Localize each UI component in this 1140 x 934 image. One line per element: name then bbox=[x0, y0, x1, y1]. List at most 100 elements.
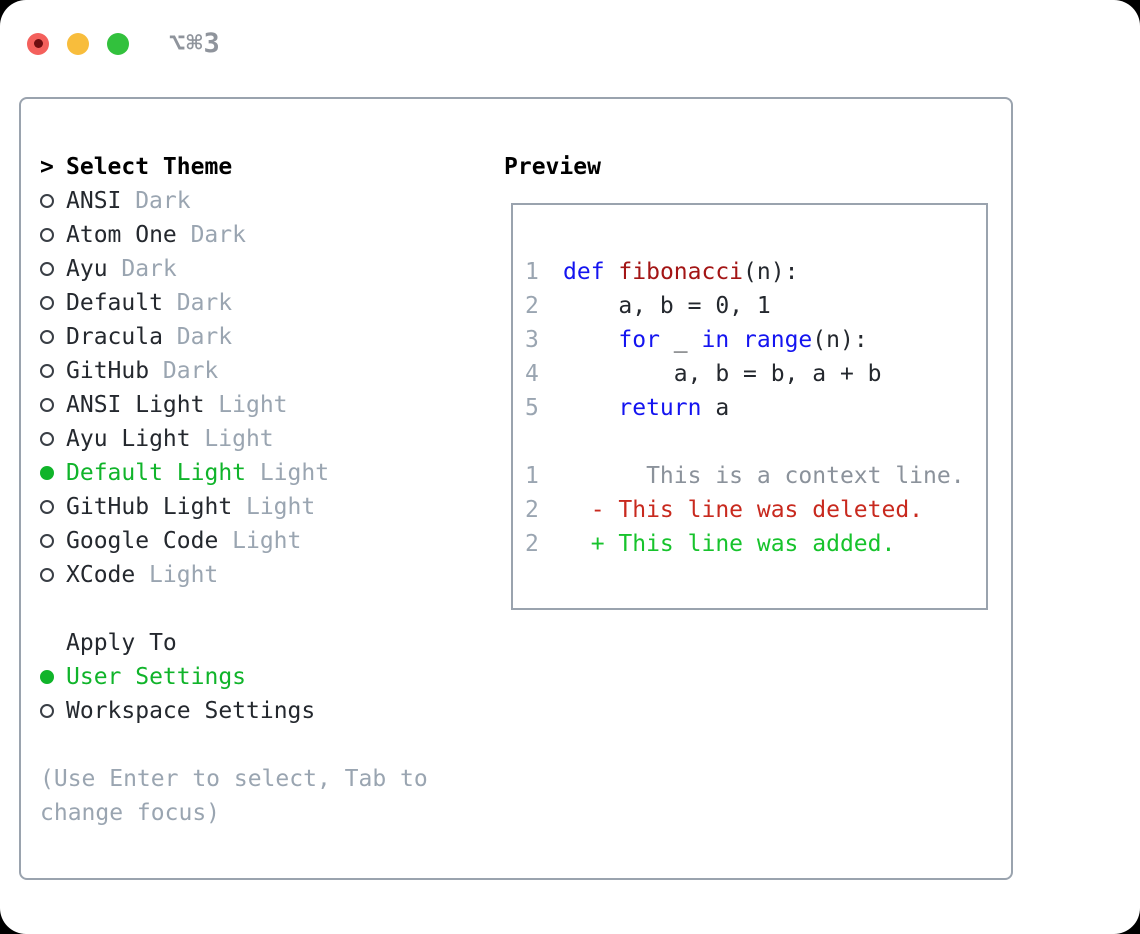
code-line: 2 - This line was deleted. bbox=[525, 493, 986, 527]
code-content: return a bbox=[618, 395, 730, 421]
theme-name: GitHub Light bbox=[66, 494, 233, 520]
theme-name: Dracula bbox=[66, 324, 163, 350]
line-number: 1 bbox=[525, 259, 539, 285]
radio-slot bbox=[40, 466, 66, 480]
theme-option-default-light[interactable]: Default Light Light bbox=[40, 456, 450, 490]
theme-variant-label: Dark bbox=[190, 222, 246, 248]
theme-variant-label: Dark bbox=[135, 188, 191, 214]
prompt-slot: > bbox=[40, 154, 66, 180]
radio-slot bbox=[40, 432, 66, 446]
radio-icon bbox=[40, 262, 54, 276]
theme-variant-label: Dark bbox=[176, 324, 233, 350]
radio-icon bbox=[40, 568, 54, 582]
radio-slot bbox=[40, 194, 66, 208]
code-content: - This line was deleted. bbox=[563, 497, 924, 523]
theme-variant-label: Light bbox=[218, 392, 288, 418]
theme-name: Google Code bbox=[66, 528, 219, 554]
radio-icon bbox=[40, 194, 54, 208]
select-theme-header: > Select Theme bbox=[40, 150, 450, 184]
code-line: 4 a, b = b, a + b bbox=[525, 357, 986, 391]
theme-option-github-light[interactable]: GitHub Light Light bbox=[40, 490, 450, 524]
theme-option-google-code[interactable]: Google Code Light bbox=[40, 524, 450, 558]
zoom-button[interactable] bbox=[107, 32, 129, 55]
apply-option-user-settings[interactable]: User Settings bbox=[40, 660, 450, 694]
line-number: 3 bbox=[525, 327, 539, 353]
apply-option-label: User Settings bbox=[66, 664, 247, 690]
hint-text: (Use Enter to select, Tab to change focu… bbox=[40, 766, 428, 826]
radio-icon bbox=[40, 670, 54, 684]
radio-icon bbox=[40, 466, 54, 480]
code-content: for _ in range(n): bbox=[618, 327, 868, 353]
spacer bbox=[40, 592, 450, 626]
line-number: 5 bbox=[525, 395, 539, 421]
line-number: 2 bbox=[525, 497, 539, 523]
code-content: a, b = b, a + b bbox=[563, 361, 882, 387]
line-number: 2 bbox=[525, 531, 539, 557]
radio-icon bbox=[40, 228, 54, 242]
code-content: a, b = 0, 1 bbox=[563, 293, 771, 319]
line-number: 2 bbox=[525, 293, 539, 319]
code-line bbox=[525, 425, 986, 459]
line-number: 4 bbox=[525, 361, 539, 387]
radio-icon bbox=[40, 330, 54, 344]
apply-option-label: Workspace Settings bbox=[66, 698, 316, 724]
code-line: 3 for _ in range(n): bbox=[525, 323, 986, 357]
code-content: This is a context line. bbox=[563, 463, 965, 489]
code-content: + This line was added. bbox=[563, 531, 896, 557]
close-dot-icon bbox=[33, 39, 43, 48]
theme-option-atom-one[interactable]: Atom One Dark bbox=[40, 218, 450, 252]
prompt-caret-icon: > bbox=[40, 154, 54, 180]
radio-icon bbox=[40, 704, 54, 718]
minimize-button[interactable] bbox=[67, 32, 89, 55]
radio-icon bbox=[40, 398, 54, 412]
code-line: 2 + This line was added. bbox=[525, 527, 986, 561]
radio-icon bbox=[40, 500, 54, 514]
theme-name: Default Light bbox=[66, 460, 247, 486]
radio-slot bbox=[40, 296, 66, 310]
theme-name: ANSI bbox=[66, 188, 122, 214]
select-theme-title: Select Theme bbox=[66, 154, 233, 180]
theme-variant-label: Light bbox=[232, 528, 302, 554]
theme-name: Atom One bbox=[66, 222, 177, 248]
radio-icon bbox=[40, 364, 54, 378]
apply-to-list: User Settings Workspace Settings bbox=[40, 660, 450, 728]
radio-slot bbox=[40, 330, 66, 344]
theme-variant-label: Light bbox=[245, 494, 316, 520]
line-number: 1 bbox=[525, 463, 539, 489]
theme-variant-label: Dark bbox=[121, 256, 177, 282]
keyboard-shortcut-label: ⌥⌘3 bbox=[169, 28, 221, 59]
theme-variant-label: Light bbox=[259, 460, 330, 486]
radio-slot bbox=[40, 228, 66, 242]
radio-slot bbox=[40, 500, 66, 514]
theme-name: Ayu Light bbox=[66, 426, 191, 452]
radio-slot bbox=[40, 534, 66, 548]
theme-option-dracula[interactable]: Dracula Dark bbox=[40, 320, 450, 354]
theme-option-ansi[interactable]: ANSI Dark bbox=[40, 184, 450, 218]
radio-icon bbox=[40, 296, 54, 310]
apply-to-title: Apply To bbox=[66, 630, 177, 656]
theme-option-ansi-light[interactable]: ANSI Light Light bbox=[40, 388, 450, 422]
close-button[interactable] bbox=[27, 32, 49, 55]
theme-variant-label: Dark bbox=[176, 290, 233, 316]
radio-icon bbox=[40, 534, 54, 548]
theme-name: XCode bbox=[66, 562, 136, 588]
titlebar: ⌥⌘3 bbox=[27, 28, 221, 59]
preview-title: Preview bbox=[504, 154, 601, 180]
apply-option-workspace-settings[interactable]: Workspace Settings bbox=[40, 694, 450, 728]
theme-name: GitHub bbox=[66, 358, 150, 384]
code-content: def fibonacci(n): bbox=[563, 259, 799, 285]
radio-slot bbox=[40, 398, 66, 412]
theme-name: ANSI Light bbox=[66, 392, 205, 418]
radio-slot bbox=[40, 568, 66, 582]
preview-box: 1 def fibonacci(n): 2 a, b = 0, 1 3 for … bbox=[511, 203, 988, 610]
radio-slot bbox=[40, 670, 66, 684]
